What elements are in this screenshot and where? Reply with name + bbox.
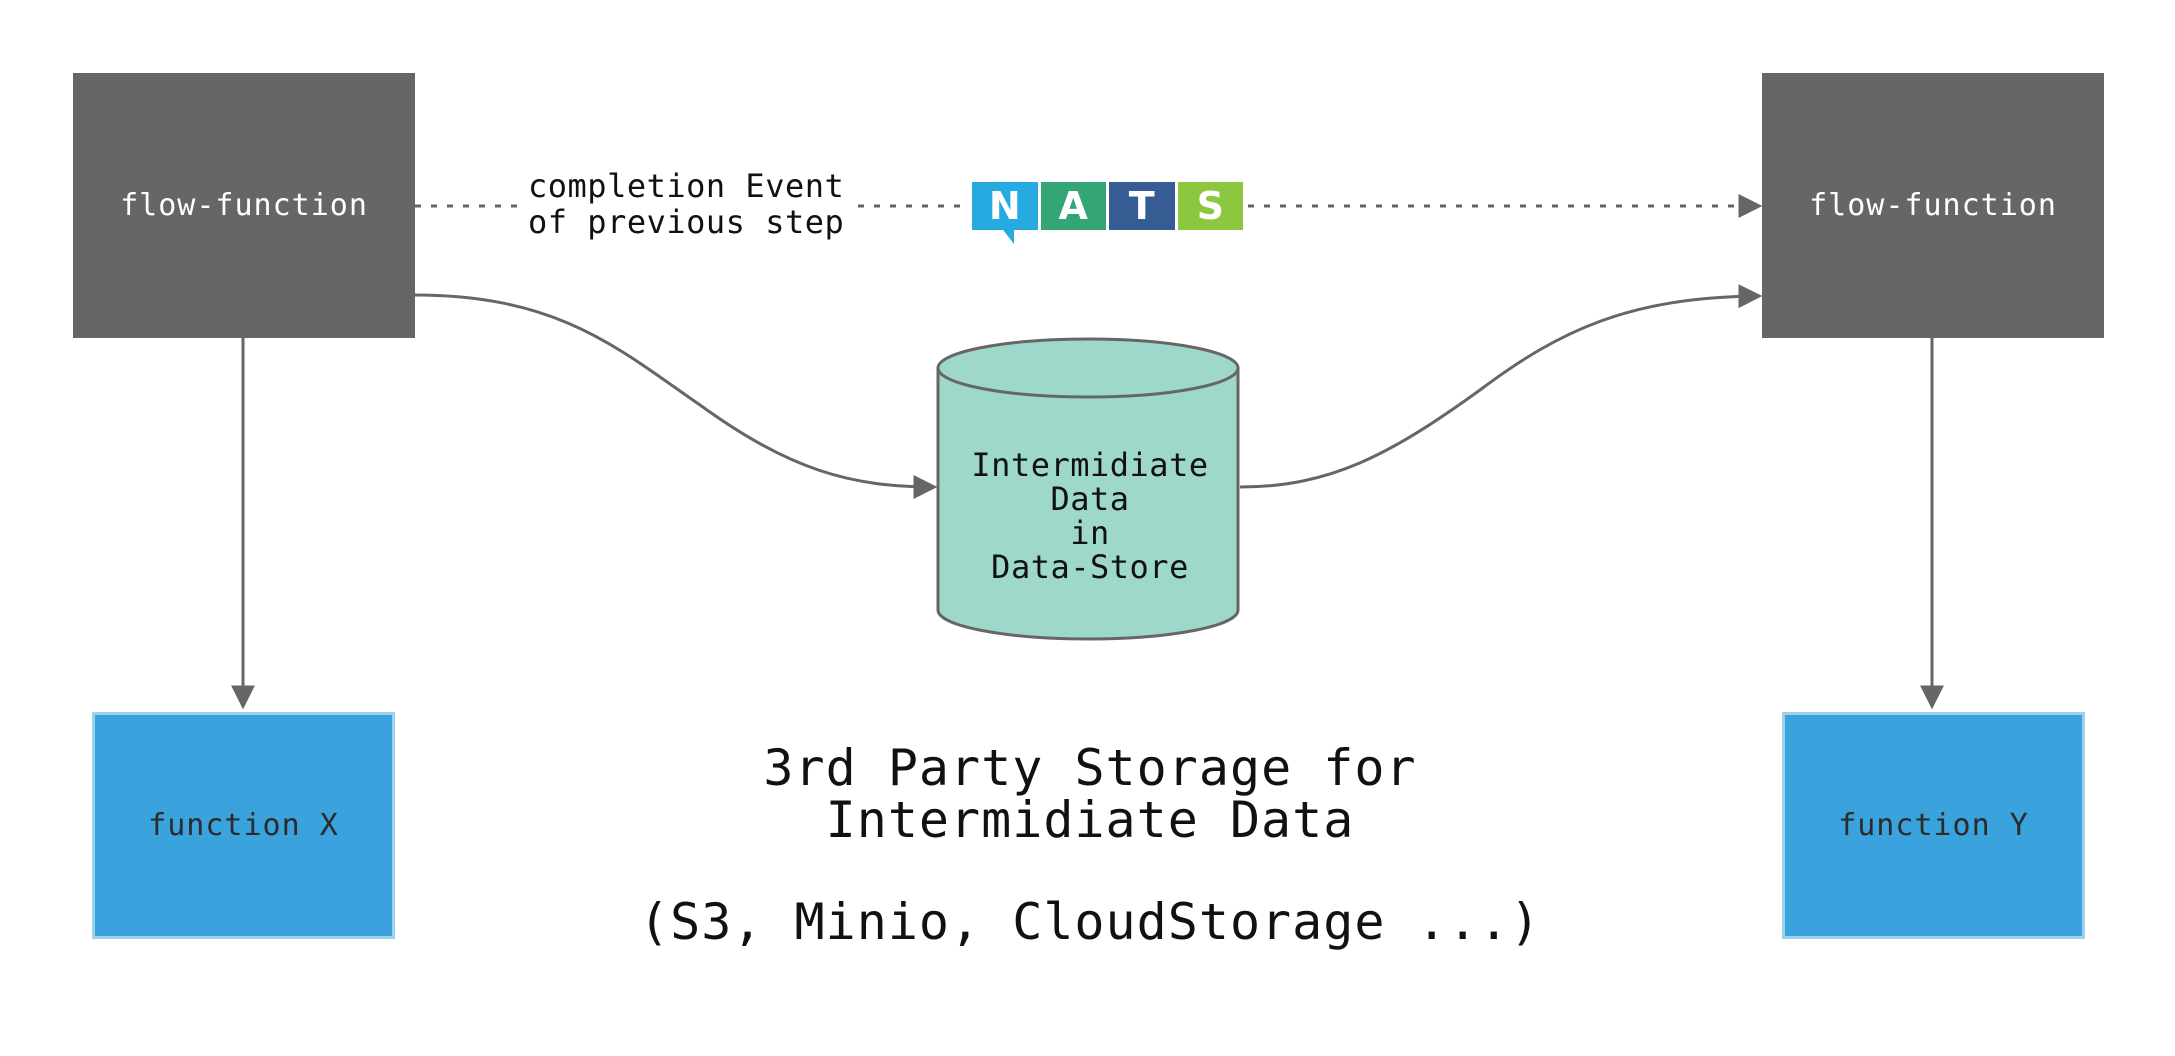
flow-function-left[interactable]: flow-function — [73, 73, 415, 338]
data-store-cylinder — [936, 337, 1240, 641]
function-x-box[interactable]: function X — [92, 712, 395, 939]
flow-function-right[interactable]: flow-function — [1762, 73, 2104, 338]
nats-logo-tail — [1000, 226, 1014, 244]
nats-letter-n: N — [972, 182, 1038, 230]
function-y-label: function Y — [1838, 808, 2029, 843]
storage-caption-title: 3rd Party Storage for Intermidiate Data — [763, 739, 1417, 849]
function-x-label: function X — [148, 808, 339, 843]
nats-letter-a: A — [1040, 182, 1106, 230]
read-data-connector — [1239, 284, 1763, 489]
write-data-connector — [414, 293, 938, 499]
nats-letter-s: S — [1177, 182, 1243, 230]
function-y-box[interactable]: function Y — [1782, 712, 2085, 939]
storage-caption-subtitle: (S3, Minio, CloudStorage ...) — [639, 893, 1541, 951]
completion-event-label: completion Event of previous step — [528, 167, 845, 241]
flow-function-left-label: flow-function — [120, 188, 368, 223]
flow-function-right-label: flow-function — [1809, 188, 2057, 223]
nats-letter-t: T — [1109, 182, 1175, 230]
nats-logo: N A T S — [972, 182, 1243, 246]
data-store-label: Intermidiate Data in Data-Store — [971, 446, 1209, 586]
